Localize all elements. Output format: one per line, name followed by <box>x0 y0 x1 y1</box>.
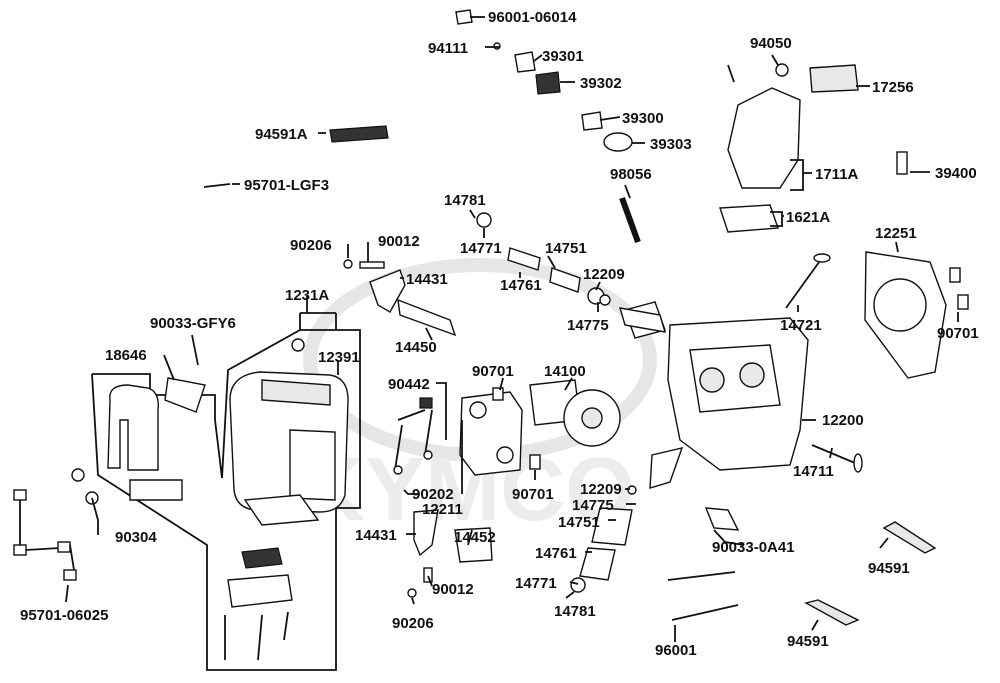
label-14711: 14711 <box>793 463 834 480</box>
label-14781-top: 14781 <box>444 192 486 209</box>
label-12211: 12211 <box>422 501 463 518</box>
label-1231A: 1231A <box>285 287 329 304</box>
label-39303: 39303 <box>650 136 692 153</box>
dowel-right-bottom <box>957 294 969 310</box>
label-14751-low: 14751 <box>558 514 600 531</box>
label-1621A: 1621A <box>786 209 830 226</box>
label-94111: 94111 <box>428 40 468 57</box>
tool-94591-low <box>804 599 860 626</box>
label-14431-low: 14431 <box>355 527 397 544</box>
small-parts-top <box>203 9 666 333</box>
label-14761-top: 14761 <box>500 277 542 294</box>
label-39400: 39400 <box>935 165 977 182</box>
label-14100: 14100 <box>544 363 586 380</box>
rocker-arm-low <box>407 509 493 598</box>
label-90012-top: 90012 <box>378 233 420 250</box>
exhaust-valve-stem <box>811 444 856 464</box>
label-12251: 12251 <box>875 225 917 242</box>
rocker-arm-top <box>343 259 457 337</box>
label-90206-top: 90206 <box>290 237 332 254</box>
label-39301: 39301 <box>542 48 584 65</box>
label-94050: 94050 <box>750 35 792 52</box>
label-90012-low: 90012 <box>432 581 474 598</box>
dowel-right-top <box>949 267 961 283</box>
leader-lines <box>65 16 959 642</box>
tool-94591-right <box>882 521 937 554</box>
rocker-bracket-part <box>459 387 541 476</box>
temp-sensor-part <box>896 151 908 175</box>
valve-springs-top <box>476 212 611 306</box>
intake-valve-head <box>813 253 831 263</box>
exhaust-valve-head <box>853 453 863 473</box>
label-17256: 17256 <box>872 79 914 96</box>
label-14450: 14450 <box>395 339 437 356</box>
label-90033-0A41: 90033-0A41 <box>712 539 795 556</box>
label-18646: 18646 <box>105 347 147 364</box>
label-90442: 90442 <box>388 376 430 393</box>
label-94591-right: 94591 <box>868 560 910 577</box>
breather-part <box>224 547 293 661</box>
label-14721: 14721 <box>780 317 822 334</box>
label-1711A: 1711A <box>815 166 859 183</box>
label-95701-LGF3: 95701-LGF3 <box>244 177 329 194</box>
camshaft-part <box>529 379 621 447</box>
label-12391: 12391 <box>318 349 360 366</box>
label-39300: 39300 <box>622 110 664 127</box>
label-94591-low: 94591 <box>787 633 829 650</box>
bolts-left <box>13 468 99 581</box>
label-90206-low: 90206 <box>392 615 434 632</box>
studs-mid <box>393 397 433 475</box>
head-gasket-part <box>864 251 947 379</box>
label-95701-06025: 95701-06025 <box>20 607 108 624</box>
intake-valve-stem <box>785 257 823 309</box>
label-90202: 90202 <box>412 486 454 503</box>
label-12200: 12200 <box>822 412 864 429</box>
label-14431-top: 14431 <box>406 271 448 288</box>
label-96001: 96001 <box>655 642 697 659</box>
part-labels: 96001-06014 94111 39301 39302 39300 3930… <box>20 9 979 659</box>
label-94591A: 94591A <box>255 126 308 143</box>
label-14771-low: 14771 <box>515 575 557 592</box>
label-90304: 90304 <box>115 529 157 546</box>
valve-springs-low <box>570 485 637 593</box>
label-14452: 14452 <box>454 529 496 546</box>
label-14775-low: 14775 <box>572 497 614 514</box>
label-90701-low: 90701 <box>512 486 554 503</box>
inlet-manifold-part <box>719 63 859 233</box>
label-14761-low: 14761 <box>535 545 577 562</box>
intake-pipe-part <box>107 377 206 501</box>
label-90033-GFY6: 90033-GFY6 <box>150 315 236 332</box>
label-14751-top: 14751 <box>545 240 587 257</box>
label-12209-top: 12209 <box>583 266 625 283</box>
label-14775-top: 14775 <box>567 317 609 334</box>
label-14771-top: 14771 <box>460 240 502 257</box>
spark-plug-part <box>619 196 641 244</box>
long-studs <box>667 507 740 640</box>
label-98056: 98056 <box>610 166 652 183</box>
label-39302: 39302 <box>580 75 622 92</box>
label-14781-low: 14781 <box>554 603 596 620</box>
head-cover-part <box>229 338 349 526</box>
label-90701-right: 90701 <box>937 325 979 342</box>
label-12209-low: 12209 <box>580 481 622 498</box>
label-90701-mid: 90701 <box>472 363 514 380</box>
label-96001-06014: 96001-06014 <box>488 9 577 26</box>
